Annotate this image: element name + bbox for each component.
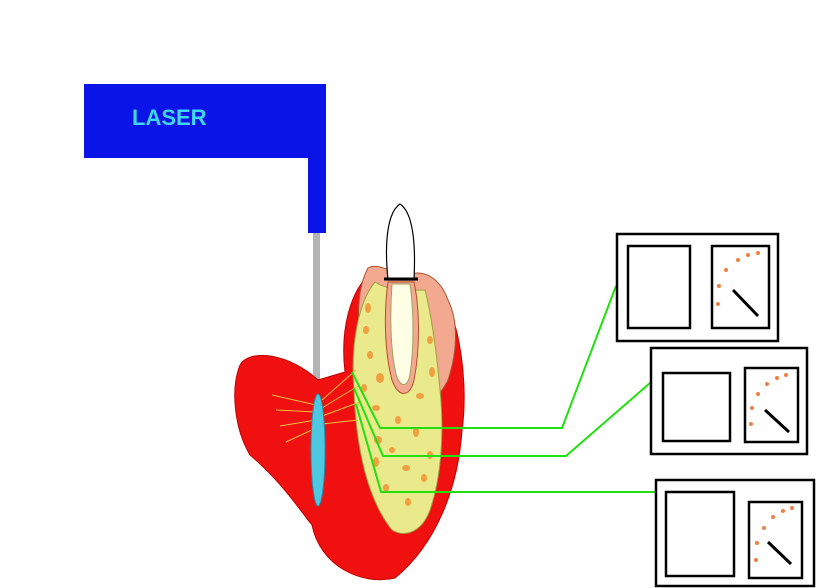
cell: [383, 484, 389, 492]
monitor-screen: [626, 244, 692, 330]
scatter-line: [275, 409, 317, 413]
scale-dot: [756, 392, 760, 396]
meter-needle: [731, 288, 760, 318]
monitor-2: [649, 346, 809, 456]
scatter-line: [321, 369, 357, 401]
cell: [421, 474, 427, 482]
scale-dot: [790, 506, 794, 510]
scale-dot: [716, 302, 720, 306]
scatter-line: [321, 419, 359, 425]
scatter-line: [321, 385, 359, 409]
wire-2: [353, 382, 651, 457]
monitor-3: [654, 478, 816, 588]
monitor-meter: [710, 244, 771, 330]
cell: [405, 498, 411, 506]
cell: [363, 326, 369, 334]
scale-dot: [781, 509, 785, 513]
meter-scale: [716, 251, 760, 306]
cell: [427, 336, 433, 344]
laser-housing: [84, 84, 326, 158]
cell: [372, 405, 380, 411]
optical-fiber: [313, 233, 320, 379]
wire-1: [351, 285, 617, 429]
scale-dot: [736, 258, 740, 262]
scale-dot: [754, 558, 758, 562]
scale-dot: [756, 251, 760, 255]
cell: [389, 447, 395, 453]
scale-dot: [755, 541, 759, 545]
scatter-line: [321, 401, 361, 417]
scale-dot: [750, 406, 754, 410]
cell: [367, 351, 373, 359]
meter-scale: [754, 506, 794, 562]
cell: [373, 457, 379, 467]
scatter-line: [279, 419, 317, 427]
monitor-screen: [664, 490, 736, 578]
cell: [395, 416, 401, 424]
laser-unit: LASER: [84, 84, 326, 233]
cell: [402, 465, 410, 471]
wire-3: [355, 403, 656, 493]
laser-beam: [310, 393, 326, 507]
root-pulp: [390, 283, 414, 385]
monitor-screen: [661, 371, 732, 443]
monitor-meter: [743, 366, 800, 444]
laser-label: LASER: [132, 105, 207, 130]
scale-dot: [749, 422, 753, 426]
scatter-line: [271, 394, 317, 406]
tooth-crown: [385, 203, 416, 281]
scale-dot: [765, 382, 769, 386]
scale-dot: [762, 526, 766, 530]
meter-needle: [766, 540, 793, 566]
scale-dot: [784, 373, 788, 377]
cell: [365, 303, 371, 313]
scatter-lines: [271, 369, 361, 443]
monitor-meter: [747, 500, 804, 580]
scale-dot: [771, 515, 775, 519]
wires: [351, 285, 656, 493]
monitor-1: [615, 232, 780, 343]
cell: [361, 384, 367, 392]
cell: [376, 373, 384, 383]
scale-dot: [724, 268, 728, 272]
cell: [429, 367, 435, 377]
meter-scale: [749, 373, 788, 426]
scale-dot: [746, 253, 750, 257]
cell: [416, 393, 424, 399]
scale-dot: [775, 376, 779, 380]
cell: [413, 427, 419, 437]
scale-dot: [717, 284, 721, 288]
cells: [361, 303, 435, 506]
meter-needle: [763, 408, 791, 434]
laser-arm: [308, 150, 326, 233]
